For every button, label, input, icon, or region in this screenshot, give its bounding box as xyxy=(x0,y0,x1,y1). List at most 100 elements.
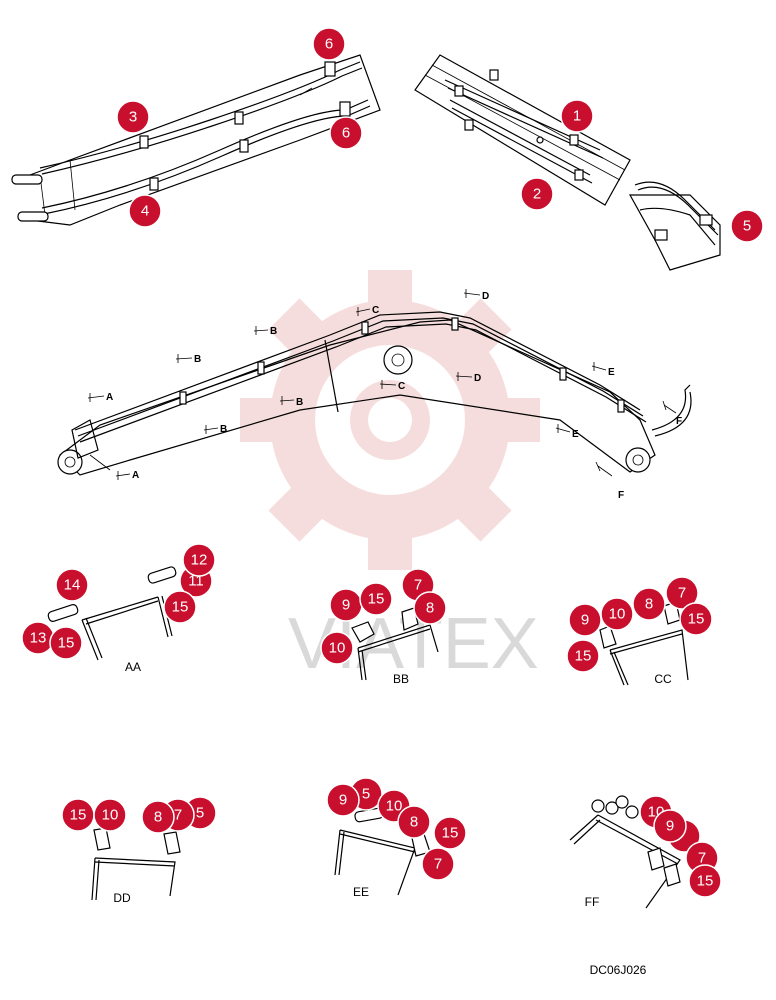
callout-bb-15[interactable]: 15 xyxy=(359,582,393,616)
callout-cc-7[interactable]: 7 xyxy=(665,576,699,610)
section-mark-d1: D xyxy=(463,289,489,302)
svg-text:15: 15 xyxy=(70,807,87,824)
svg-text:8: 8 xyxy=(645,596,653,613)
section-view-aa: AA xyxy=(47,566,177,674)
callout-bb-10[interactable]: 10 xyxy=(320,631,354,665)
section-mark-a2: A xyxy=(115,470,139,481)
callout-top-left-4[interactable]: 4 xyxy=(128,194,162,228)
svg-text:6: 6 xyxy=(325,36,333,53)
section-mark-e1: E xyxy=(591,362,615,378)
svg-text:2: 2 xyxy=(533,186,541,203)
section-view-bb: BB xyxy=(351,607,439,686)
drawing-code: DC06J026 xyxy=(590,963,647,977)
svg-text:E: E xyxy=(608,367,615,378)
callout-dd-10[interactable]: 10 xyxy=(93,798,127,832)
callout-aa-14[interactable]: 14 xyxy=(55,568,89,602)
svg-text:5: 5 xyxy=(196,805,204,822)
callout-ee-9[interactable]: 9 xyxy=(326,783,360,817)
callout-top-left-6b[interactable]: 6 xyxy=(329,116,363,150)
callout-ff-15[interactable]: 15 xyxy=(688,864,722,898)
svg-text:5: 5 xyxy=(362,786,370,803)
section-mark-c2: C xyxy=(379,380,405,392)
svg-text:14: 14 xyxy=(64,577,81,594)
callout-ee-8[interactable]: 8 xyxy=(397,805,431,839)
callout-dd-15[interactable]: 15 xyxy=(61,798,95,832)
svg-text:8: 8 xyxy=(154,809,162,826)
section-view-ee: EE xyxy=(334,807,431,899)
svg-text:8: 8 xyxy=(426,600,434,617)
detail-boom-top-piping xyxy=(414,54,721,271)
svg-text:15: 15 xyxy=(575,648,592,665)
svg-text:B: B xyxy=(220,424,227,435)
svg-text:9: 9 xyxy=(339,792,347,809)
svg-text:5: 5 xyxy=(743,218,751,235)
callout-cc-15b[interactable]: 15 xyxy=(566,639,600,673)
svg-text:7: 7 xyxy=(698,850,706,867)
callout-top-left-3[interactable]: 3 xyxy=(116,100,150,134)
svg-text:11: 11 xyxy=(188,573,204,590)
svg-text:C: C xyxy=(398,381,405,392)
svg-text:9: 9 xyxy=(581,612,589,629)
view-label-dd: DD xyxy=(113,891,131,905)
svg-text:10: 10 xyxy=(386,798,403,815)
detail-boom-foot-piping xyxy=(11,54,381,226)
svg-text:7: 7 xyxy=(434,856,442,873)
callout-top-right-1[interactable]: 1 xyxy=(560,99,594,133)
svg-text:1: 1 xyxy=(573,108,581,125)
callout-aa-15b[interactable]: 15 xyxy=(163,590,197,624)
section-view-cc: CC xyxy=(599,601,689,686)
callout-ee-7[interactable]: 7 xyxy=(421,847,455,881)
section-mark-c1: C xyxy=(355,305,379,316)
section-mark-b1: B xyxy=(175,354,201,365)
svg-text:E: E xyxy=(572,429,579,440)
callout-aa-12[interactable]: 12 xyxy=(182,543,216,577)
view-label-ee: EE xyxy=(353,885,369,899)
callout-cc-10[interactable]: 10 xyxy=(600,597,634,631)
callout-aa-15a[interactable]: 15 xyxy=(49,626,83,660)
svg-text:B: B xyxy=(296,397,303,408)
callout-cc-8[interactable]: 8 xyxy=(632,587,666,621)
callout-bb-8[interactable]: 8 xyxy=(413,591,447,625)
svg-text:A: A xyxy=(106,392,113,403)
section-mark-b4: B xyxy=(279,396,303,408)
svg-text:7: 7 xyxy=(678,585,686,602)
section-marks: A A B B B B C C D D E E F F xyxy=(87,289,682,501)
callout-ee-15[interactable]: 15 xyxy=(433,816,467,850)
svg-text:9: 9 xyxy=(342,597,350,614)
svg-text:A: A xyxy=(132,470,139,481)
section-mark-a1: A xyxy=(87,392,113,403)
svg-text:15: 15 xyxy=(172,599,189,616)
callout-cc-9[interactable]: 9 xyxy=(568,603,602,637)
svg-text:15: 15 xyxy=(697,873,714,890)
watermark-gear-logo xyxy=(240,270,540,570)
svg-text:3: 3 xyxy=(129,109,137,126)
svg-text:10: 10 xyxy=(329,640,346,657)
callout-bb-9[interactable]: 9 xyxy=(329,588,363,622)
svg-text:D: D xyxy=(482,291,489,302)
callout-top-left-6a[interactable]: 6 xyxy=(312,27,346,61)
svg-text:15: 15 xyxy=(368,591,385,608)
section-mark-b3: B xyxy=(203,424,227,435)
svg-text:F: F xyxy=(676,416,682,427)
section-mark-b2: B xyxy=(253,326,277,337)
svg-text:C: C xyxy=(372,305,379,316)
svg-text:7: 7 xyxy=(174,807,182,824)
svg-text:15: 15 xyxy=(58,635,75,652)
callout-cc-15a[interactable]: 15 xyxy=(679,602,713,636)
callout-dd-8[interactable]: 8 xyxy=(141,800,175,834)
svg-text:B: B xyxy=(270,326,277,337)
svg-text:10: 10 xyxy=(102,807,119,824)
section-mark-f1: F xyxy=(662,400,682,427)
view-label-ff: FF xyxy=(585,895,600,909)
callout-ff-9[interactable]: 9 xyxy=(653,809,687,843)
svg-text:B: B xyxy=(194,354,201,365)
callout-aa-13[interactable]: 13 xyxy=(21,621,55,655)
view-label-bb: BB xyxy=(393,672,409,686)
callout-top-right-2[interactable]: 2 xyxy=(520,177,554,211)
callout-top-right-5[interactable]: 5 xyxy=(730,209,764,243)
view-label-aa: AA xyxy=(125,660,141,674)
section-mark-f2: F xyxy=(595,461,624,501)
svg-text:12: 12 xyxy=(191,552,208,569)
svg-text:D: D xyxy=(474,373,481,384)
